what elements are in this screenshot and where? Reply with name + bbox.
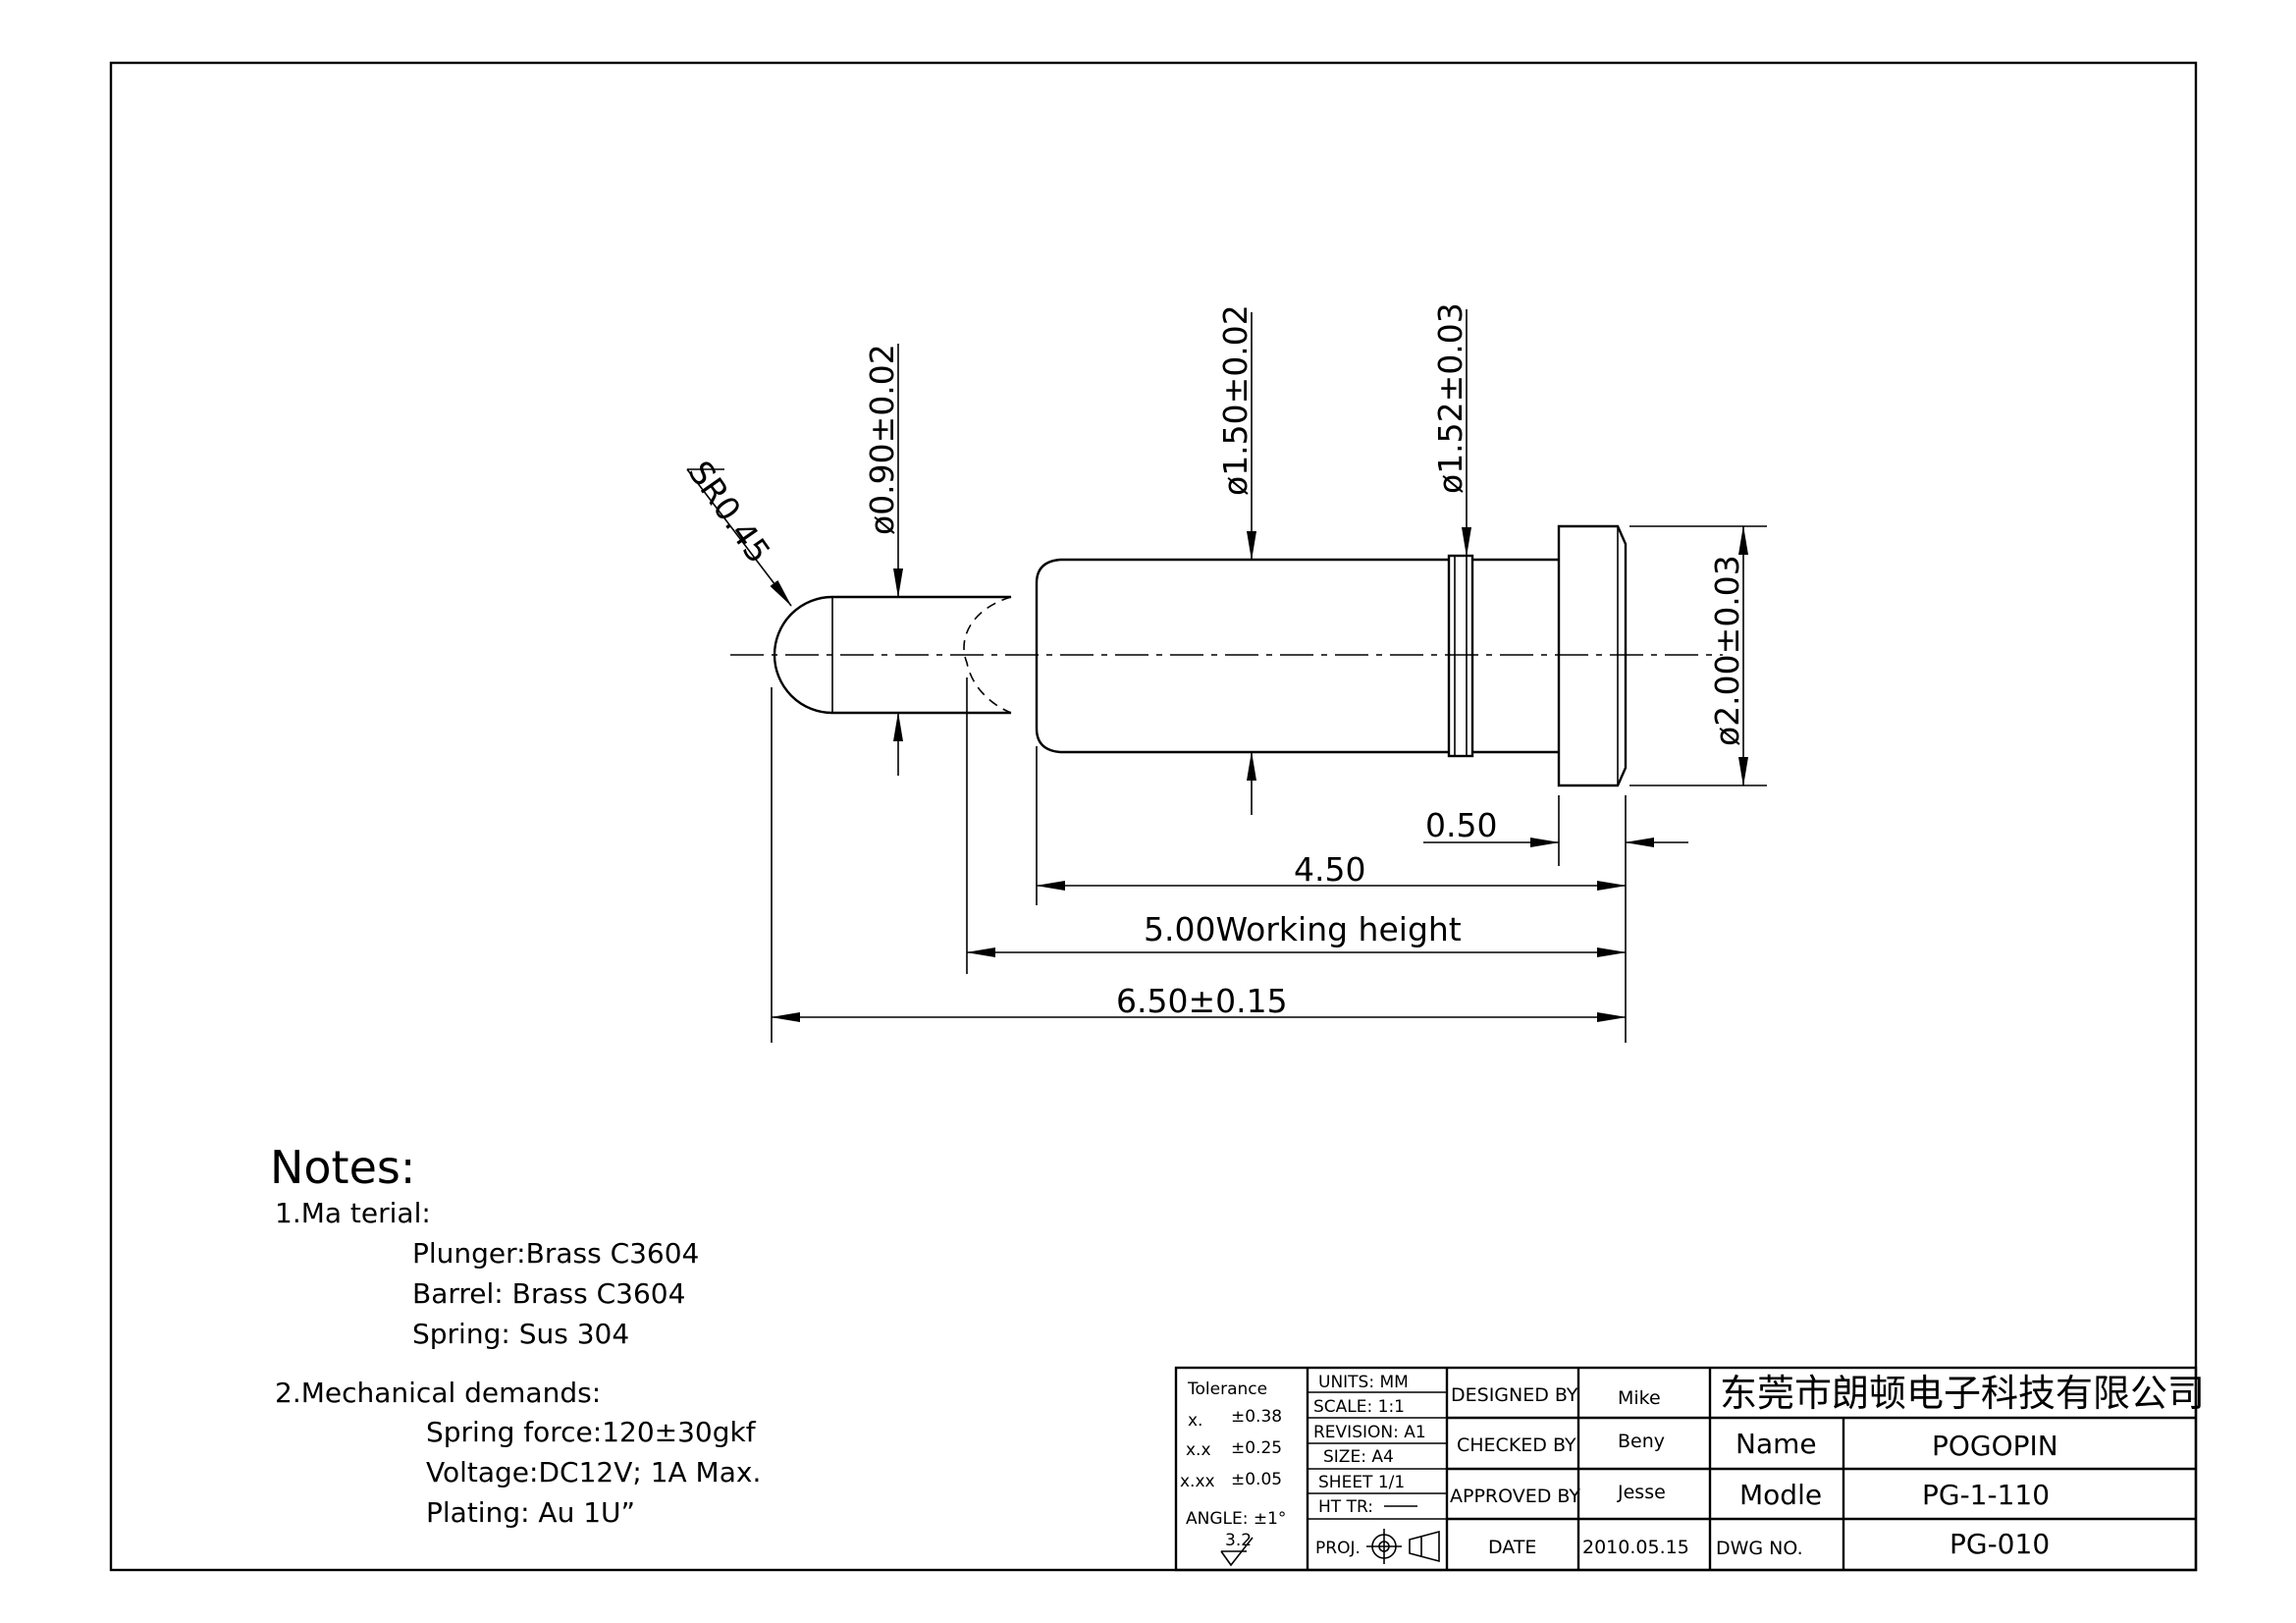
- barrel-ring: [1447, 554, 1474, 758]
- tb-checker: Beny: [1618, 1431, 1665, 1452]
- barrel-body: [1035, 558, 1449, 754]
- pogo-pin-part: [730, 524, 1723, 787]
- barrel-flange: [1557, 524, 1628, 787]
- tb-company: 东莞市朗顿电子科技有限公司: [1720, 1372, 2205, 1415]
- note-mech-title: 2.Mechanical demands:: [275, 1377, 601, 1409]
- dim-total-length: 6.50±0.15: [1116, 982, 1288, 1020]
- note-plating: Plating: Au 1U”: [426, 1496, 635, 1529]
- dim-barrel-diameter: ø1.50±0.02: [1216, 304, 1255, 496]
- tb-checked-label: CHECKED BY: [1457, 1434, 1576, 1456]
- dim-working-height: 5.00Working height: [1144, 910, 1462, 948]
- tb-date-label: DATE: [1488, 1537, 1536, 1558]
- tb-name: POGOPIN: [1932, 1430, 2058, 1462]
- sheet-border: [109, 61, 2198, 1572]
- tb-approver: Jesse: [1617, 1482, 1666, 1503]
- dim-sr: SR0.45: [680, 454, 777, 570]
- note-spring: Spring: Sus 304: [412, 1318, 629, 1350]
- plunger-tip: [773, 595, 1011, 715]
- tb-angle: ANGLE: ±1°: [1186, 1509, 1286, 1529]
- tb-model-label: Modle: [1739, 1479, 1822, 1511]
- tb-tol2-v: ±0.25: [1231, 1438, 1282, 1458]
- tb-dwg-label: DWG NO.: [1716, 1538, 1803, 1559]
- tb-model: PG-1-110: [1922, 1479, 2050, 1511]
- dim-tip-diameter: ø0.90±0.02: [863, 344, 901, 535]
- tb-tol3-k: x.xx: [1180, 1472, 1215, 1491]
- tb-tol3-v: ±0.05: [1231, 1470, 1282, 1489]
- tb-approved-label: APPROVED BY: [1450, 1486, 1580, 1507]
- tb-units: UNITS: MM: [1318, 1373, 1409, 1392]
- tb-scale: SCALE: 1:1: [1313, 1397, 1405, 1417]
- tb-dwg-no: PG-010: [1949, 1528, 2050, 1560]
- tb-sheet: SHEET 1/1: [1318, 1473, 1405, 1492]
- note-barrel: Barrel: Brass C3604: [412, 1277, 685, 1310]
- tb-tol1-k: x.: [1188, 1411, 1202, 1431]
- tb-httr: HT TR:: [1318, 1497, 1373, 1517]
- tb-size: SIZE: A4: [1323, 1447, 1394, 1467]
- note-voltage: Voltage:DC12V; 1A Max.: [426, 1456, 761, 1488]
- tb-proj: PROJ.: [1315, 1539, 1361, 1558]
- tb-name-label: Name: [1735, 1428, 1817, 1460]
- dimensions: SR0.45 ø0.90±0.02 ø1.50±0.02 ø1.52±0.03 …: [680, 302, 1767, 1043]
- tb-designer: Mike: [1618, 1387, 1661, 1409]
- dim-barrel-length: 4.50: [1294, 850, 1365, 889]
- notes-block: Notes: 1.Ma terial: Plunger:Brass C3604 …: [270, 1141, 761, 1529]
- tb-tol1-v: ±0.38: [1231, 1407, 1282, 1427]
- projection-icon: [1366, 1529, 1440, 1564]
- tb-designed-label: DESIGNED BY: [1451, 1384, 1578, 1406]
- tb-revision: REVISION: A1: [1313, 1423, 1426, 1442]
- dim-ring-diameter: ø1.52±0.03: [1431, 302, 1469, 494]
- notes-heading: Notes:: [270, 1141, 415, 1194]
- note-force: Spring force:120±30gkf: [426, 1416, 757, 1448]
- tb-tolerance: Tolerance: [1187, 1380, 1267, 1399]
- tb-date: 2010.05.15: [1582, 1537, 1689, 1558]
- tb-roughness: 3.2: [1225, 1531, 1252, 1550]
- dim-flange-diameter: ø2.00±0.03: [1708, 555, 1746, 746]
- note-plunger: Plunger:Brass C3604: [412, 1237, 699, 1270]
- note-material-title: 1.Ma terial:: [275, 1197, 431, 1229]
- plunger-hidden-end: [963, 596, 1012, 714]
- title-block: Tolerance x. ±0.38 x.x ±0.25 x.xx ±0.05 …: [1174, 1366, 2205, 1572]
- tb-tol2-k: x.x: [1186, 1440, 1211, 1460]
- dim-flange-thickness: 0.50: [1425, 806, 1497, 844]
- roughness-icon: [1220, 1537, 1254, 1567]
